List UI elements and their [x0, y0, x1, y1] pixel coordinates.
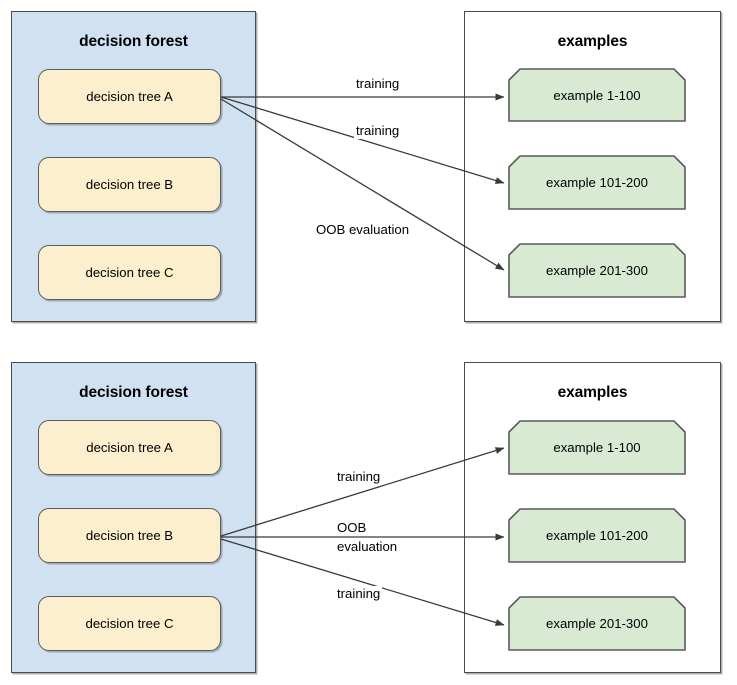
example-1-100-label-1: example 1-100 — [553, 87, 641, 103]
decision-tree-c-2[interactable]: decision tree C — [38, 596, 221, 651]
decision-tree-b-label-1: decision tree B — [85, 177, 174, 192]
example-201-300-label-2: example 201-300 — [546, 616, 648, 631]
decision-tree-a-2[interactable]: decision tree A — [38, 420, 221, 475]
edge-label-oob-line1: OOB — [335, 519, 369, 536]
example-chamfer-shape — [508, 596, 686, 651]
example-201-300-label-1: example 201-300 — [546, 263, 648, 278]
example-101-200-label-2: example 101-200 — [546, 528, 648, 543]
decision-tree-b-2[interactable]: decision tree B — [38, 508, 221, 563]
example-1-100-box-1[interactable]: example 1-100 — [508, 68, 686, 122]
decision-forest-title-2: decision forest — [79, 384, 188, 401]
edge-label-training-1: training — [354, 76, 402, 92]
decision-forest-title-1: decision forest — [79, 33, 188, 50]
example-chamfer-shape — [508, 508, 686, 563]
example-201-300-box-2[interactable]: example 201-300 — [508, 596, 686, 651]
example-1-100-box-2[interactable]: example 1-100 — [508, 420, 686, 475]
examples-title-1: examples — [557, 33, 628, 50]
decision-tree-b-1[interactable]: decision tree B — [38, 157, 221, 212]
edge-label-oob-evaluation-1: OOB evaluation — [314, 222, 412, 238]
edge-label-oob-line2: evaluation — [335, 538, 400, 555]
edge-label-training-2: training — [354, 123, 402, 139]
example-101-200-label-1: example 101-200 — [546, 175, 648, 190]
decision-tree-c-1[interactable]: decision tree C — [38, 245, 221, 300]
examples-title-2: examples — [557, 384, 628, 401]
decision-tree-c-label-1: decision tree C — [85, 265, 174, 280]
example-chamfer-shape — [508, 68, 686, 122]
example-101-200-box-2[interactable]: example 101-200 — [508, 508, 686, 563]
decision-tree-a-label-1: decision tree A — [86, 89, 173, 104]
example-chamfer-shape — [508, 243, 686, 298]
example-101-200-box-1[interactable]: example 101-200 — [508, 155, 686, 210]
example-201-300-box-1[interactable]: example 201-300 — [508, 243, 686, 298]
example-chamfer-shape — [508, 420, 686, 475]
decision-tree-c-label-2: decision tree C — [85, 616, 174, 631]
edge-label-training-4: training — [335, 586, 383, 602]
decision-tree-b-label-2: decision tree B — [85, 528, 174, 543]
decision-tree-a-1[interactable]: decision tree A — [38, 69, 221, 124]
edge-label-training-3: training — [335, 469, 383, 485]
example-1-100-label-2: example 1-100 — [553, 440, 641, 455]
decision-tree-a-label-2: decision tree A — [86, 440, 173, 455]
example-chamfer-shape — [508, 155, 686, 210]
arrow-tree-a-to-example-101-200 — [220, 96, 505, 184]
